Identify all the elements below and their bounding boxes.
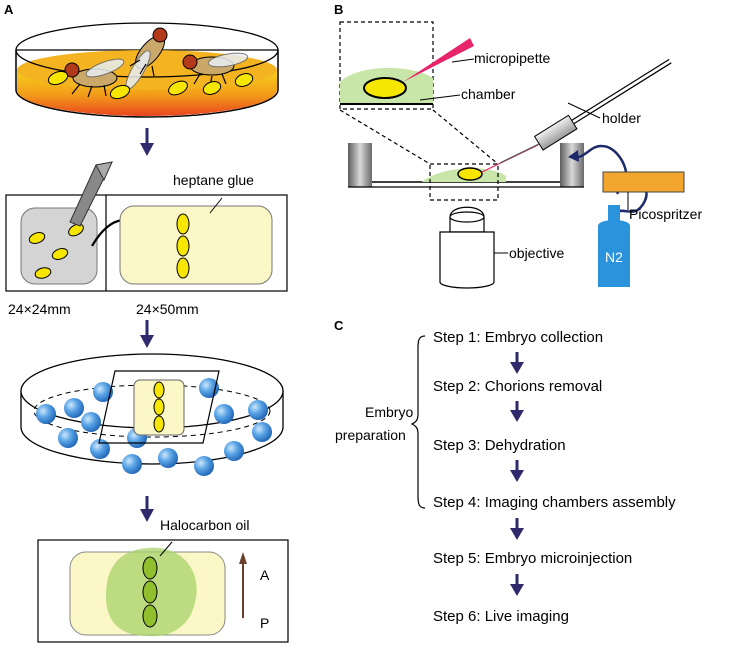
inset-embryo-icon xyxy=(363,77,407,99)
down-arrow-icon xyxy=(140,320,154,348)
ap-axis-arrow-icon xyxy=(239,552,247,618)
panel-label-c: C xyxy=(334,318,344,333)
coverslip-on-dish xyxy=(98,370,220,444)
step-arrow-icon xyxy=(510,574,524,596)
forceps-icon xyxy=(69,161,113,227)
embryo-icon xyxy=(153,381,165,433)
coverslip-size-small-label: 24×24mm xyxy=(8,301,71,317)
embryo-preparation-brace xyxy=(410,335,426,509)
step-arrow-icon xyxy=(510,460,524,482)
step-1-label: Step 1: Embryo collection xyxy=(433,329,603,346)
group-label-line1: Embryo xyxy=(365,404,413,420)
panel-label-a: A xyxy=(4,2,14,17)
axis-posterior-label: P xyxy=(260,615,269,631)
halocarbon-oil-label: Halocarbon oil xyxy=(160,517,250,533)
down-arrow-icon xyxy=(140,128,154,156)
step-6-label: Step 6: Live imaging xyxy=(433,608,569,625)
micropipette-label: micropipette xyxy=(474,50,550,66)
stage-well-right xyxy=(560,143,584,187)
step-arrow-icon xyxy=(510,518,524,540)
embryo-icon xyxy=(47,70,254,100)
axis-anterior-label: A xyxy=(260,567,270,583)
down-arrow-icon xyxy=(140,496,154,522)
objective-icon xyxy=(439,206,495,289)
tubing-arrow-icon xyxy=(568,150,579,162)
n2-label: N2 xyxy=(605,249,623,265)
small-coverslip xyxy=(20,207,98,285)
holder-label: holder xyxy=(602,110,641,126)
fly-icon xyxy=(64,58,125,98)
objective-label: objective xyxy=(509,245,564,261)
fly-icon xyxy=(125,27,168,90)
large-coverslip xyxy=(119,205,273,285)
stage-well-left xyxy=(348,143,372,187)
fly-icon xyxy=(182,52,249,87)
coverslip-size-large-label: 24×50mm xyxy=(136,301,199,317)
inset-pipette-icon xyxy=(403,38,474,82)
picospritzer-icon xyxy=(602,171,685,193)
n2-tank-icon xyxy=(598,205,630,287)
embryo-icon xyxy=(142,556,158,628)
step-3-label: Step 3: Dehydration xyxy=(433,437,566,454)
panel-label-b: B xyxy=(334,2,343,17)
step-arrow-icon xyxy=(510,352,524,374)
step-5-label: Step 5: Embryo microinjection xyxy=(433,550,632,567)
picospritzer-label: Picospritzer xyxy=(629,206,702,222)
embryo-icon xyxy=(176,213,190,279)
heptane-glue-label: heptane glue xyxy=(173,172,254,188)
stage-embryo-icon xyxy=(457,167,483,181)
step-4-label: Step 4: Imaging chambers assembly xyxy=(433,494,676,511)
zoom-target xyxy=(429,163,499,201)
embryo-icon xyxy=(28,223,84,279)
holder-icon xyxy=(533,58,672,151)
collection-plate xyxy=(15,22,279,118)
step-arrow-icon xyxy=(510,401,524,422)
step-2-label: Step 2: Chorions removal xyxy=(433,378,602,395)
group-label-line2: preparation xyxy=(335,427,406,443)
chamber-label: chamber xyxy=(461,86,516,102)
